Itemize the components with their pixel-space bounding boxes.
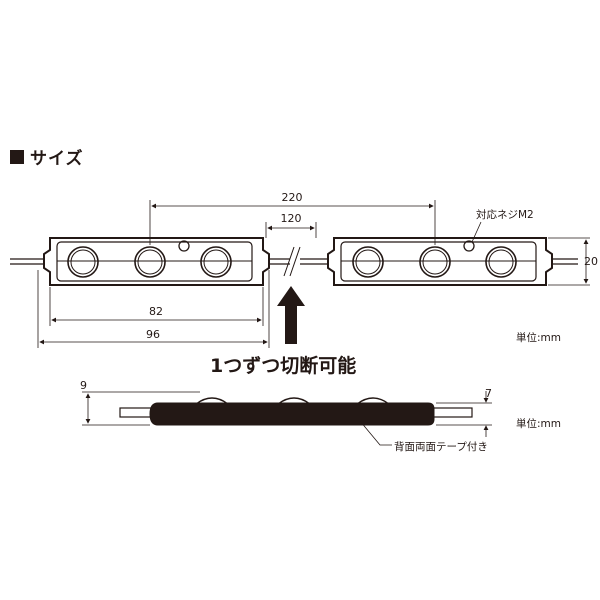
dim-120-line xyxy=(265,222,317,238)
side-cable-right xyxy=(431,407,473,418)
cut-arrow-icon xyxy=(277,286,305,344)
cut-note: 1つずつ切断可能 xyxy=(210,354,356,377)
dim-7-line xyxy=(436,391,492,437)
heading-square-icon xyxy=(10,149,24,164)
dim-120-label: 120 xyxy=(281,212,302,225)
unit-label-top: 単位:mm xyxy=(516,331,561,344)
dim-96-line xyxy=(37,270,270,348)
dim-7-label: 7 xyxy=(485,387,492,400)
section-heading: サイズ xyxy=(10,144,84,169)
unit-label-side: 単位:mm xyxy=(516,417,561,430)
dim-82-line xyxy=(49,287,264,326)
side-module-body xyxy=(149,402,435,426)
section-title: サイズ xyxy=(30,149,84,169)
dim-20-line xyxy=(548,237,590,286)
dim-82-label: 82 xyxy=(149,305,163,318)
middle-cable xyxy=(269,246,328,277)
led-module-left xyxy=(43,237,270,286)
led-module-right xyxy=(327,237,553,286)
screw-leader xyxy=(471,221,482,243)
dim-9-line xyxy=(82,391,200,426)
side-lens-1 xyxy=(195,397,229,405)
dim-220-label: 220 xyxy=(282,191,303,204)
side-cable-left xyxy=(119,407,153,418)
tape-label: 背面両面テープ付き xyxy=(394,440,488,453)
dim-9-label: 9 xyxy=(80,379,87,392)
dim-96-label: 96 xyxy=(146,328,160,341)
side-lens-3 xyxy=(356,397,390,405)
screw-label: 対応ネジM2 xyxy=(476,208,534,221)
dim-20-label: 20 xyxy=(584,255,598,268)
tape-leader xyxy=(359,420,392,446)
dim-220-line xyxy=(149,200,436,245)
side-lens-2 xyxy=(277,397,311,405)
side-view xyxy=(82,391,492,446)
right-cable xyxy=(552,258,578,265)
left-cable xyxy=(10,258,44,265)
